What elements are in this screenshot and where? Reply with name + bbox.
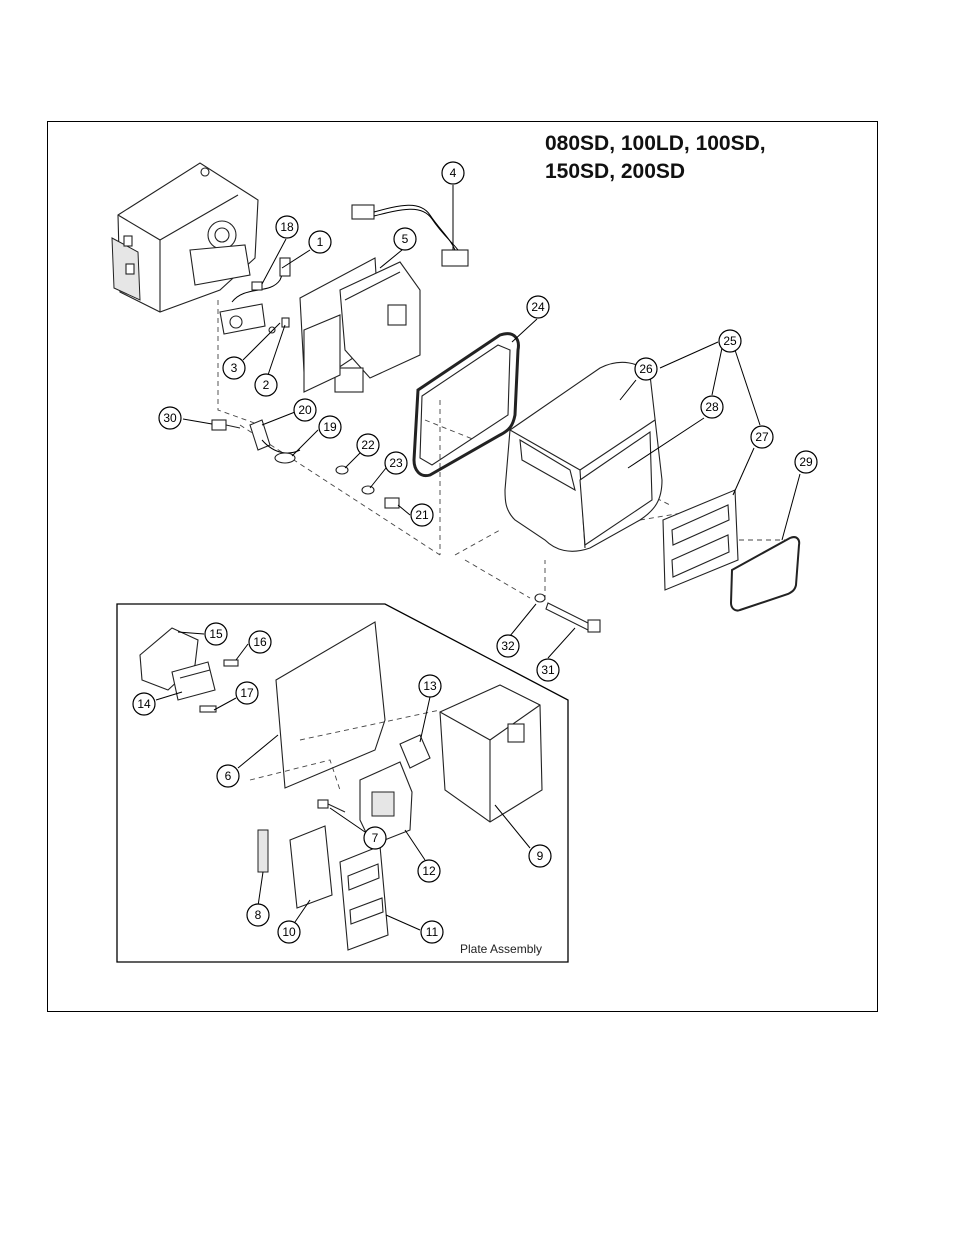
callout-9: 9	[529, 845, 551, 867]
callout-label-17: 17	[240, 686, 254, 700]
callout-22: 22	[357, 434, 379, 456]
gasket-29	[731, 537, 799, 610]
callout-label-7: 7	[372, 831, 379, 845]
motor-housing	[112, 163, 258, 312]
callout-label-2: 2	[263, 378, 270, 392]
callout-label-15: 15	[209, 627, 223, 641]
callout-20: 20	[294, 399, 316, 421]
callout-1: 1	[309, 231, 331, 253]
callout-14: 14	[133, 693, 155, 715]
callout-label-10: 10	[282, 925, 296, 939]
callout-label-29: 29	[799, 455, 813, 469]
callout-19: 19	[319, 416, 341, 438]
cover-26	[505, 362, 662, 551]
screw-18	[252, 282, 262, 290]
callout-32: 32	[497, 635, 519, 657]
callout-label-26: 26	[639, 362, 653, 376]
callout-label-20: 20	[298, 403, 312, 417]
callout-label-3: 3	[231, 361, 238, 375]
inset-parts	[140, 622, 542, 950]
plate-assembly-label: Plate Assembly	[460, 942, 542, 956]
callout-4: 4	[442, 162, 464, 184]
callout-label-21: 21	[415, 508, 429, 522]
callout-label-18: 18	[280, 220, 294, 234]
callout-3: 3	[223, 357, 245, 379]
callout-17: 17	[236, 682, 258, 704]
callout-13: 13	[419, 675, 441, 697]
callout-label-14: 14	[137, 697, 151, 711]
callout-label-19: 19	[323, 420, 337, 434]
callout-6: 6	[217, 765, 239, 787]
callout-label-25: 25	[723, 334, 737, 348]
callout-27: 27	[751, 426, 773, 448]
callout-10: 10	[278, 921, 300, 943]
control-plate-upper	[300, 258, 420, 392]
callout-24: 24	[527, 296, 549, 318]
callout-label-32: 32	[501, 639, 515, 653]
callout-15: 15	[205, 623, 227, 645]
screw-30	[212, 420, 240, 430]
callout-23: 23	[385, 452, 407, 474]
callout-label-13: 13	[423, 679, 437, 693]
callout-28: 28	[701, 396, 723, 418]
callout-label-5: 5	[402, 232, 409, 246]
callout-5: 5	[394, 228, 416, 250]
callout-8: 8	[247, 904, 269, 926]
callout-label-31: 31	[541, 663, 555, 677]
callout-label-28: 28	[705, 400, 719, 414]
callout-label-30: 30	[163, 411, 177, 425]
callout-label-23: 23	[389, 456, 403, 470]
callout-label-1: 1	[317, 235, 324, 249]
callout-label-22: 22	[361, 438, 375, 452]
callout-29: 29	[795, 451, 817, 473]
callout-31: 31	[537, 659, 559, 681]
callout-label-8: 8	[255, 908, 262, 922]
callout-21: 21	[411, 504, 433, 526]
callout-label-4: 4	[450, 166, 457, 180]
callout-label-6: 6	[225, 769, 232, 783]
callout-7: 7	[364, 827, 386, 849]
callout-label-27: 27	[755, 430, 769, 444]
gasket-24	[414, 334, 518, 476]
callout-label-9: 9	[537, 849, 544, 863]
callout-label-12: 12	[422, 864, 436, 878]
bracket-20-19	[250, 420, 300, 463]
callout-11: 11	[421, 921, 443, 943]
callout-label-16: 16	[253, 635, 267, 649]
callout-18: 18	[276, 216, 298, 238]
callout-label-11: 11	[426, 925, 439, 939]
callout-label-24: 24	[531, 300, 545, 314]
callout-25: 25	[719, 330, 741, 352]
callout-16: 16	[249, 631, 271, 653]
callout-12: 12	[418, 860, 440, 882]
callout-30: 30	[159, 407, 181, 429]
bolt-31-washer-32	[535, 594, 600, 632]
callout-2: 2	[255, 374, 277, 396]
callout-26: 26	[635, 358, 657, 380]
frame-plate-27	[663, 490, 738, 590]
